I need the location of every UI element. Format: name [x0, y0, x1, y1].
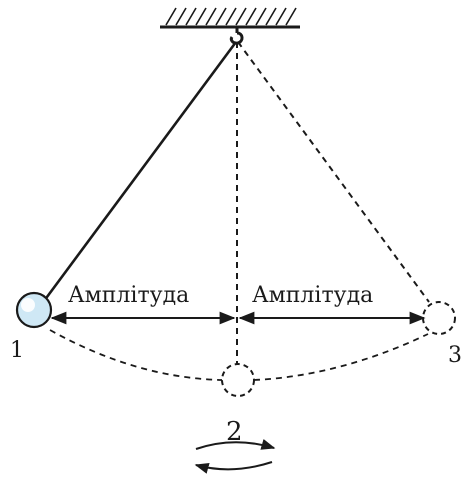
amplitude-right-label: Амплітуда: [252, 283, 373, 308]
swing-arc: [49, 329, 429, 381]
position-2-label: 2: [226, 417, 243, 447]
pendulum-string-dashed: [237, 41, 430, 303]
pendulum-string: [42, 41, 238, 302]
hook-icon: [229, 28, 244, 45]
amplitude-left-label: Амплітуда: [68, 283, 189, 308]
pendulum-bob: [15, 291, 53, 329]
oscillation-arrows-icon: [194, 439, 276, 474]
bob-position-2: [221, 363, 255, 397]
ceiling-support: [160, 7, 300, 29]
position-1-label: 1: [10, 338, 24, 363]
position-3-label: 3: [448, 343, 462, 368]
bob-position-3: [422, 301, 456, 335]
